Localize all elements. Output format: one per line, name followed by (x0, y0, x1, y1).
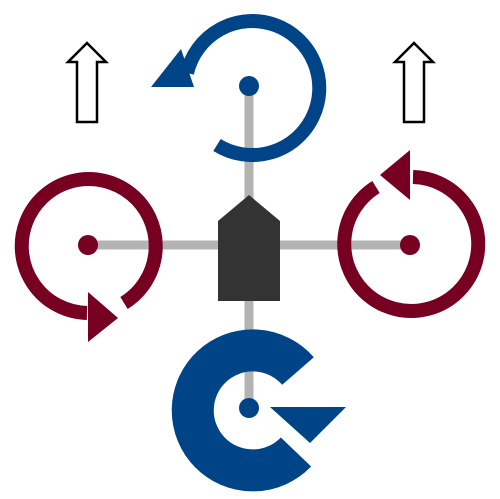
rotor-right-hub (400, 235, 420, 255)
rotor-right (337, 150, 486, 318)
thrust-arrow-right-icon (391, 41, 437, 124)
rotor-right-ring (337, 170, 486, 318)
rotor-left-arrowhead-icon (88, 292, 118, 342)
rotor-top-hub (239, 76, 259, 96)
rotor-bottom-arrowhead-icon (270, 407, 346, 443)
thrust-arrow-left-icon (64, 41, 110, 124)
rotor-top-arrowhead-icon (151, 49, 194, 87)
rotor-bottom (171, 329, 346, 492)
body-icon (218, 195, 280, 301)
rotor-top-ring (180, 14, 327, 162)
rotor-right-arrowhead-icon (380, 150, 410, 200)
rotor-left (14, 172, 163, 342)
rotor-bottom-ring (171, 329, 314, 492)
rotor-top (151, 14, 327, 162)
rotor-left-ring (14, 172, 163, 320)
rotor-left-hub (78, 235, 98, 255)
rotor-bottom-hub (239, 398, 259, 418)
